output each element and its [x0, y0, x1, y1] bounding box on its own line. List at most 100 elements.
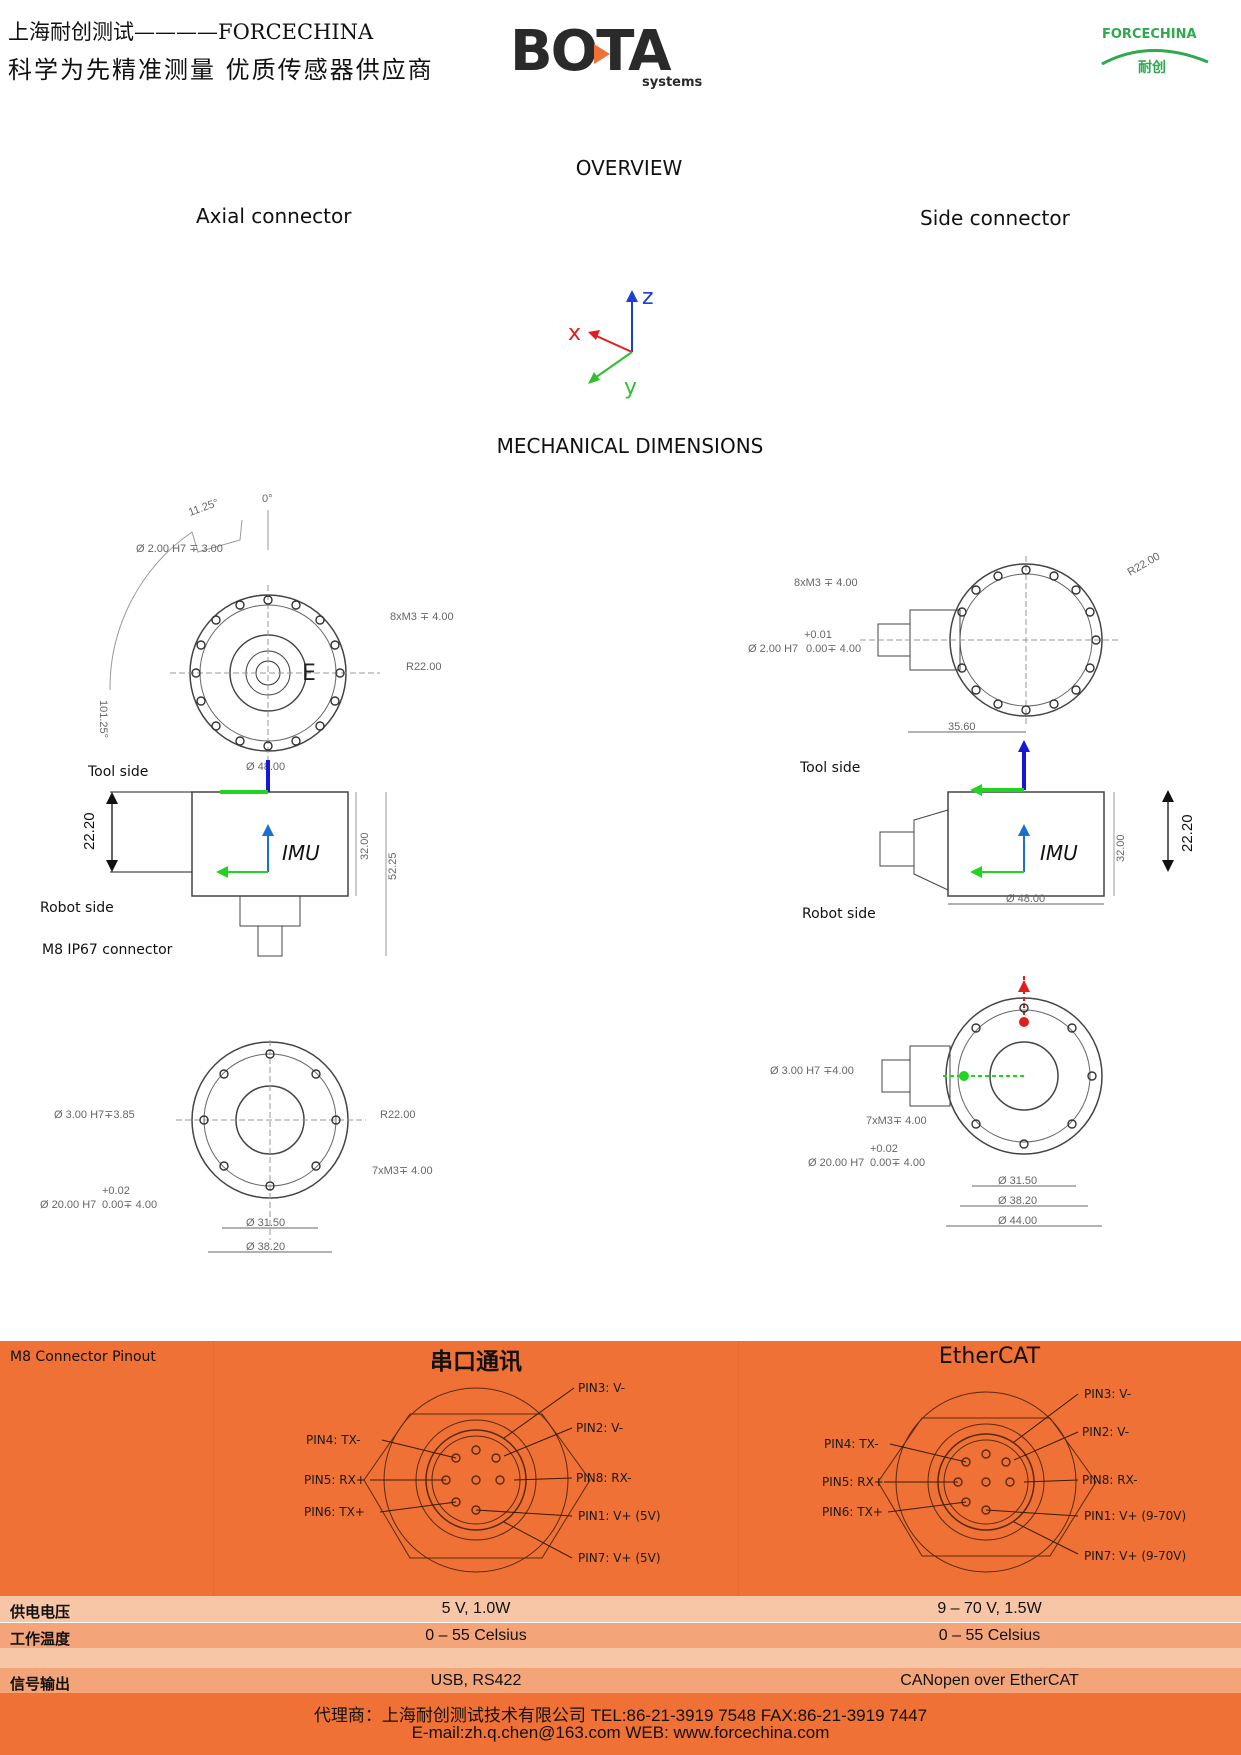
- coordinate-axes: z x y: [560, 280, 680, 400]
- spec-ethercat-voltage: 9 – 70 V, 1.5W: [937, 1600, 1042, 1617]
- axial-connector-note: M8 IP67 connector: [42, 942, 173, 958]
- side-top-dim-radius: R22.00: [1126, 550, 1163, 578]
- side-top-dim-hole: Ø 2.00 H7: [748, 643, 798, 655]
- ethercat-pin1: PIN1: V+ (9-70V): [1084, 1509, 1186, 1523]
- side-bottom-dim-outer: Ø 44.00: [998, 1215, 1037, 1227]
- serial-pin6: PIN6: TX+: [304, 1505, 365, 1519]
- axial-top-dim-angle-a: 11.25°: [187, 497, 220, 519]
- side-top-dim-tol: +0.01: [804, 629, 832, 641]
- axial-side-dim-height: 22.20: [81, 812, 98, 850]
- side-top-dim-threads: 8xM3 ∓ 4.00: [794, 577, 858, 589]
- axial-top-view: 11.25° 0° Ø 2.00 H7 ∓ 3.00 8xM3 ∓ 4.00 R…: [80, 490, 480, 773]
- pinout-title: M8 Connector Pinout: [10, 1349, 156, 1365]
- mechanical-dimensions-title: MECHANICAL DIMENSIONS: [496, 434, 764, 458]
- axial-bottom-view: Ø 3.00 H7∓3.85 R22.00 7xM3∓ 4.00 +0.02 Ø…: [36, 1040, 456, 1262]
- ethercat-pin2: PIN2: V-: [1082, 1425, 1129, 1439]
- side-bottom-view: Ø 3.00 H7 ∓4.00 7xM3∓ 4.00 +0.02 Ø 20.00…: [770, 976, 1210, 1238]
- serial-pin7: PIN7: V+ (5V): [578, 1551, 661, 1565]
- axial-imu-label: IMU: [282, 841, 320, 865]
- side-top-dim-depth: 0.00∓ 4.00: [806, 643, 861, 655]
- side-bottom-dim-depth: 0.00∓ 4.00: [870, 1157, 925, 1169]
- serial-pin3: PIN3: V-: [578, 1381, 625, 1395]
- pinout-divider-1: [213, 1341, 214, 1601]
- side-imu-label: IMU: [1040, 841, 1078, 865]
- spec-label-voltage: 供电电压: [10, 1603, 71, 1621]
- side-side-dim-body: 32.00: [1115, 834, 1127, 862]
- ethercat-pin4: PIN4: TX-: [824, 1437, 879, 1451]
- footer-web-line: E-mail:zh.q.chen@163.com WEB: www.forcec…: [411, 1723, 830, 1742]
- forcechina-logo-text: FORCECHINA: [1102, 27, 1197, 42]
- axial-side-view: IMU 22.20 32.00 52.25: [30, 760, 450, 965]
- side-tool-side-label: Tool side: [800, 760, 861, 776]
- side-bottom-dim-mid: Ø 38.20: [998, 1195, 1037, 1207]
- ethercat-title: EtherCAT: [938, 1344, 1041, 1369]
- ethercat-pin8: PIN8: RX-: [1082, 1473, 1138, 1487]
- side-side-dim-diameter: Ø 48.00: [1006, 893, 1045, 905]
- header-line-2: 科学为先精准测量 优质传感器供应商: [8, 56, 434, 84]
- bota-logo-sub: systems: [642, 75, 703, 90]
- pinout-divider-2: [738, 1341, 739, 1601]
- side-top-view: 8xM3 ∓ 4.00 R22.00 +0.01 Ø 2.00 H7 0.00∓…: [740, 546, 1180, 736]
- axial-bottom-dim-threads: 7xM3∓ 4.00: [372, 1165, 433, 1177]
- ethercat-pin3: PIN3: V-: [1084, 1387, 1131, 1401]
- axial-side-dim-body: 32.00: [359, 832, 371, 860]
- header-line-1: 上海耐创测试————FORCECHINA: [8, 20, 374, 44]
- serial-connector-diagram: PIN3: V- PIN2: V- PIN4: TX- PIN5: RX+ PI…: [214, 1372, 738, 1600]
- axial-tool-side-label: Tool side: [88, 764, 149, 780]
- side-side-dim-height: 22.20: [1179, 814, 1196, 852]
- spec-serial-voltage: 5 V, 1.0W: [441, 1600, 511, 1617]
- axial-top-dim-threads: 8xM3 ∓ 4.00: [390, 611, 454, 623]
- spec-row-empty: [0, 1648, 1241, 1668]
- svg-text:E: E: [302, 661, 316, 686]
- axial-top-dim-radius: R22.00: [406, 661, 441, 673]
- spec-serial-temperature: 0 – 55 Celsius: [425, 1627, 527, 1644]
- side-side-view: IMU 32.00 22.20 Ø 48.00: [780, 740, 1200, 910]
- serial-pin8: PIN8: RX-: [576, 1471, 632, 1485]
- axial-bottom-dim-outer: Ø 38.20: [246, 1241, 285, 1253]
- serial-title: 串口通讯: [430, 1349, 522, 1375]
- bota-logo-text: BOTA: [510, 19, 672, 84]
- axial-bottom-dim-inner: Ø 31.50: [246, 1217, 285, 1229]
- spec-label-signal: 信号输出: [10, 1675, 71, 1693]
- serial-pin2: PIN2: V-: [576, 1421, 623, 1435]
- spec-row-voltage: 供电电压 5 V, 1.0W 9 – 70 V, 1.5W: [0, 1596, 1241, 1622]
- y-axis-label: y: [624, 375, 637, 400]
- axial-bottom-dim-bore: Ø 20.00 H7: [40, 1199, 96, 1211]
- axial-bottom-dim-tol: +0.02: [102, 1185, 130, 1197]
- spec-row-temperature: 工作温度 0 – 55 Celsius 0 – 55 Celsius: [0, 1623, 1241, 1649]
- serial-pin1: PIN1: V+ (5V): [578, 1509, 661, 1523]
- footer: 代理商：上海耐创测试技术有限公司 TEL:86-21-3919 7548 FAX…: [0, 1693, 1241, 1755]
- spec-ethercat-signal: CANopen over EtherCAT: [900, 1672, 1079, 1689]
- side-bottom-dim-hole: Ø 3.00 H7 ∓4.00: [770, 1065, 854, 1077]
- forcechina-logo: FORCECHINA 耐创: [1100, 22, 1210, 82]
- forcechina-logo-sub: 耐创: [1138, 59, 1166, 76]
- serial-pin4: PIN4: TX-: [306, 1433, 361, 1447]
- axial-bottom-dim-depth: 0.00∓ 4.00: [102, 1199, 157, 1211]
- axial-top-dim-zero: 0°: [262, 493, 273, 505]
- spec-serial-signal: USB, RS422: [430, 1672, 522, 1689]
- ethercat-connector-diagram: PIN3: V- PIN2: V- PIN4: TX- PIN5: RX+ PI…: [738, 1372, 1241, 1600]
- axial-robot-side-label: Robot side: [40, 900, 114, 916]
- axial-bottom-dim-radius: R22.00: [380, 1109, 415, 1121]
- side-bottom-dim-inner: Ø 31.50: [998, 1175, 1037, 1187]
- x-axis-label: x: [568, 321, 581, 346]
- bota-logo: BOTA systems: [510, 18, 710, 90]
- spec-label-temperature: 工作温度: [10, 1630, 71, 1648]
- z-axis-label: z: [642, 285, 654, 310]
- side-bottom-dim-threads: 7xM3∓ 4.00: [866, 1115, 927, 1127]
- axial-top-dim-hole: Ø 2.00 H7 ∓ 3.00: [136, 543, 223, 555]
- ethercat-pin6: PIN6: TX+: [822, 1505, 883, 1519]
- axial-top-dim-angle-b: 101.25°: [97, 700, 109, 738]
- overview-title: OVERVIEW: [575, 156, 683, 180]
- serial-pin5: PIN5: RX+: [304, 1473, 366, 1487]
- side-top-dim-offset: 35.60: [948, 721, 976, 733]
- axial-connector-label: Axial connector: [196, 204, 352, 228]
- footer-contact-line: 代理商：上海耐创测试技术有限公司 TEL:86-21-3919 7548 FAX…: [313, 1706, 928, 1725]
- axial-side-dim-total: 52.25: [387, 852, 399, 880]
- spec-ethercat-temperature: 0 – 55 Celsius: [938, 1627, 1041, 1644]
- ethercat-pin5: PIN5: RX+: [822, 1475, 884, 1489]
- side-bottom-dim-bore: Ø 20.00 H7: [808, 1157, 864, 1169]
- spec-row-signal: 信号输出 USB, RS422 CANopen over EtherCAT: [0, 1668, 1241, 1694]
- side-bottom-dim-tol: +0.02: [870, 1143, 898, 1155]
- ethercat-pin7: PIN7: V+ (9-70V): [1084, 1549, 1186, 1563]
